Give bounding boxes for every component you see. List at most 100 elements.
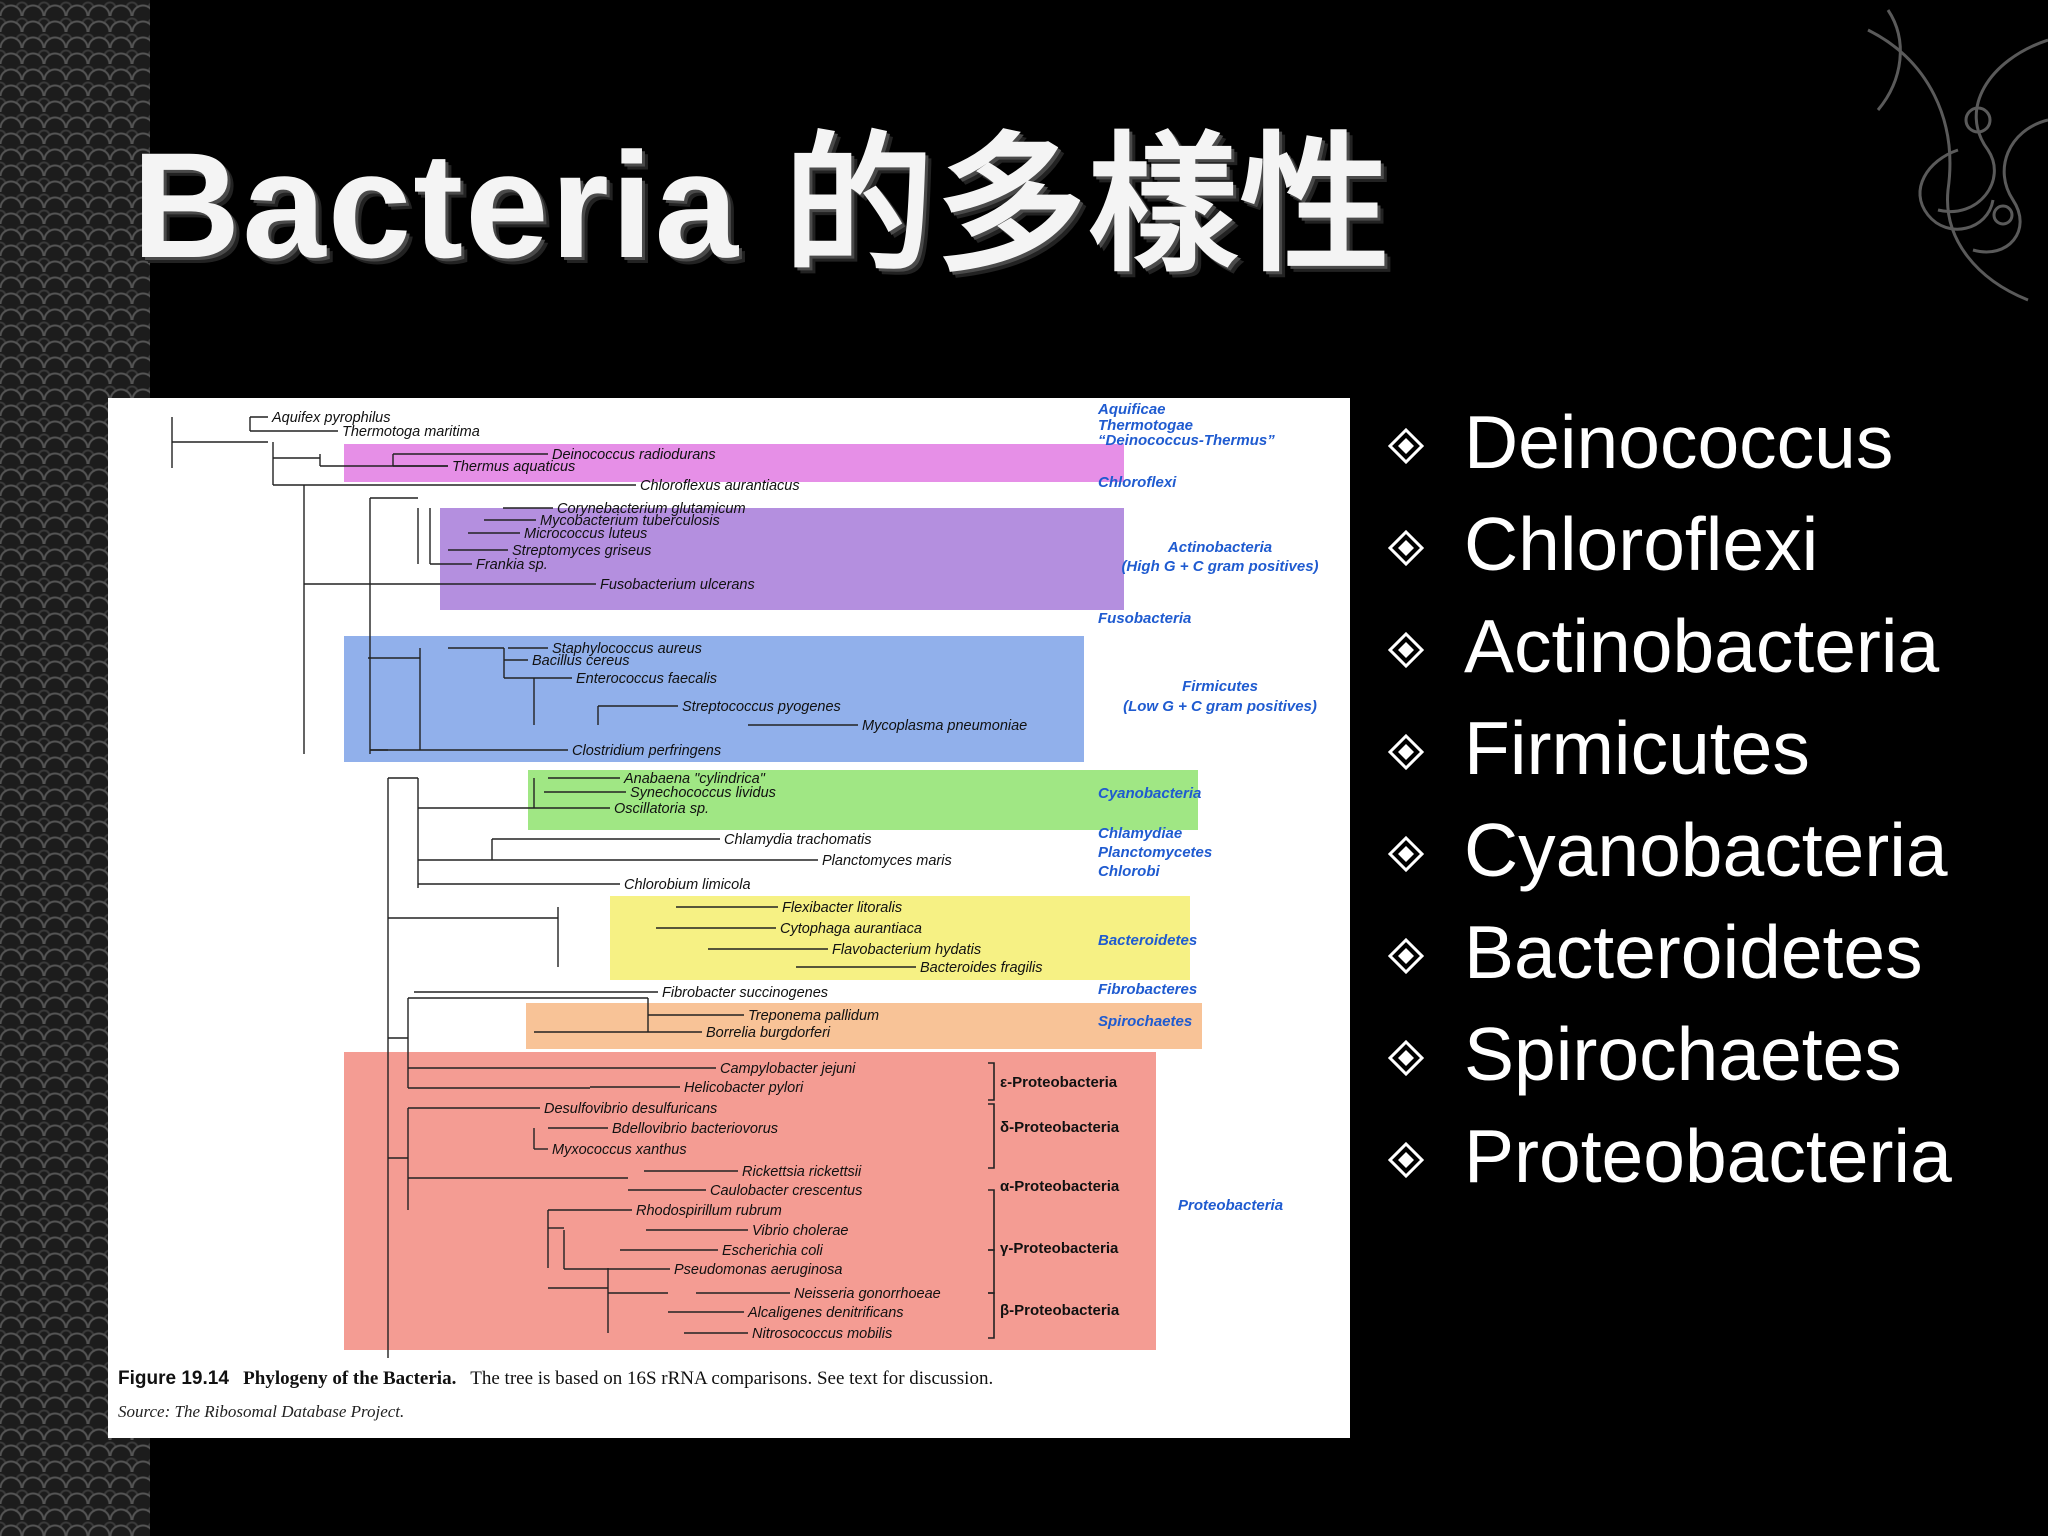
taxon-label: Streptococcus pyogenes: [682, 699, 841, 715]
taxon-label: Oscillatoria sp.: [614, 801, 709, 817]
bullet-text: Proteobacteria: [1464, 1114, 1952, 1198]
group-label: Chloroflexi: [1098, 474, 1177, 491]
diamond-bullet-icon: [1388, 632, 1424, 668]
taxon-label: Fusobacterium ulcerans: [600, 577, 755, 593]
taxon-label: Frankia sp.: [476, 557, 548, 573]
group-label: Proteobacteria: [1178, 1197, 1283, 1214]
taxon-label: Chloroflexus aurantiacus: [640, 478, 800, 494]
figure-number: Figure 19.14: [118, 1368, 229, 1389]
taxon-label: Neisseria gonorrhoeae: [794, 1286, 941, 1302]
subgroup-bracket: [988, 1103, 995, 1169]
group-label: Chlamydiae: [1098, 825, 1182, 842]
taxon-label: Bacillus cereus: [532, 653, 630, 669]
taxon-label: Mycoplasma pneumoniae: [862, 718, 1027, 734]
taxon-label: Clostridium perfringens: [572, 743, 721, 759]
group-label: Fusobacteria: [1098, 610, 1191, 627]
clade-band: [526, 1003, 1202, 1049]
diamond-bullet-icon: [1388, 428, 1424, 464]
taxon-label: Chlorobium limicola: [624, 877, 751, 893]
bullet-item: Chloroflexi: [1388, 500, 2038, 588]
taxon-label: Vibrio cholerae: [752, 1223, 848, 1239]
taxon-label: Thermus aquaticus: [452, 459, 575, 475]
taxon-label: Fibrobacter succinogenes: [662, 985, 828, 1001]
taxon-label: Bdellovibrio bacteriovorus: [612, 1121, 778, 1137]
diamond-bullet-icon: [1388, 1040, 1424, 1076]
taxon-label: Streptomyces griseus: [512, 543, 651, 559]
taxon-label: Deinococcus radiodurans: [552, 447, 716, 463]
taxon-label: Chlamydia trachomatis: [724, 832, 871, 848]
bullet-item: Bacteroidetes: [1388, 908, 2038, 996]
bullet-text: Actinobacteria: [1464, 604, 1940, 688]
taxon-label: Corynebacterium glutamicum: [557, 501, 746, 517]
taxon-label: Nitrosococcus mobilis: [752, 1326, 892, 1342]
group-label: (Low G + C gram positives): [1123, 698, 1317, 715]
taxon-label: Synechococcus lividus: [630, 785, 776, 801]
group-label: Chlorobi: [1098, 863, 1160, 880]
taxon-label: Alcaligenes denitrificans: [747, 1305, 904, 1321]
taxon-label: Mycobacterium tuberculosis: [540, 513, 720, 529]
subgroup-bracket: [988, 1062, 995, 1101]
diamond-bullet-icon: [1388, 836, 1424, 872]
bullet-text: Deinococcus: [1464, 400, 1894, 484]
taxon-label: Desulfovibrio desulfuricans: [544, 1101, 717, 1117]
taxon-label: Flavobacterium hydatis: [832, 942, 981, 958]
taxon-label: Pseudomonas aeruginosa: [674, 1262, 842, 1278]
bullet-item: Actinobacteria: [1388, 602, 2038, 690]
taxon-label: Micrococcus luteus: [524, 526, 647, 542]
bullet-item: Deinococcus: [1388, 398, 2038, 486]
taxon-label: Myxococcus xanthus: [552, 1142, 687, 1158]
diamond-bullet-icon: [1388, 734, 1424, 770]
diamond-bullet-icon: [1388, 938, 1424, 974]
bullet-text: Chloroflexi: [1464, 502, 1819, 586]
bullet-item: Spirochaetes: [1388, 1010, 2038, 1098]
bullet-item: Firmicutes: [1388, 704, 2038, 792]
bullet-text: Spirochaetes: [1464, 1012, 1902, 1096]
bullet-item: Cyanobacteria: [1388, 806, 2038, 894]
taxon-label: Helicobacter pylori: [684, 1080, 804, 1096]
taxon-label: Escherichia coli: [722, 1243, 824, 1259]
group-label: (High G + C gram positives): [1121, 558, 1318, 575]
taxon-label: Flexibacter litoralis: [782, 900, 902, 916]
clade-band: [344, 1052, 1156, 1350]
bullet-text: Cyanobacteria: [1464, 808, 1948, 892]
diamond-bullet-icon: [1388, 530, 1424, 566]
taxon-label: Campylobacter jejuni: [720, 1061, 856, 1077]
taxon-label: Bacteroides fragilis: [920, 960, 1043, 976]
taxon-label: Planctomyces maris: [822, 853, 952, 869]
subgroup-label: α-Proteobacteria: [1000, 1178, 1120, 1195]
clade-band: [344, 636, 1084, 762]
group-label: Thermotogae: [1098, 417, 1193, 434]
figure-description: The tree is based on 16S rRNA comparison…: [470, 1368, 994, 1389]
group-label: Cyanobacteria: [1098, 785, 1201, 802]
diamond-bullet-icon: [1388, 1142, 1424, 1178]
figure-source: Source: The Ribosomal Database Project.: [118, 1402, 405, 1421]
group-label: Aquificae: [1097, 401, 1166, 418]
subgroup-label: γ-Proteobacteria: [1000, 1240, 1119, 1257]
subgroup-label: δ-Proteobacteria: [1000, 1119, 1120, 1136]
taxon-label: Enterococcus faecalis: [576, 671, 717, 687]
slide-title: Bacteria 的多樣性: [132, 121, 1392, 289]
group-label: Actinobacteria: [1167, 539, 1272, 556]
taxon-label: Treponema pallidum: [748, 1008, 879, 1024]
figure-caption: Figure 19.14 Phylogeny of the Bacteria. …: [118, 1368, 1338, 1390]
bullet-text: Firmicutes: [1464, 706, 1810, 790]
group-label: Spirochaetes: [1098, 1013, 1192, 1030]
clade-band: [440, 508, 1124, 610]
clade-band: [610, 896, 1190, 980]
subgroup-label: β-Proteobacteria: [1000, 1302, 1120, 1319]
bullet-text: Bacteroidetes: [1464, 910, 1923, 994]
figure-heading: Phylogeny of the Bacteria.: [243, 1368, 457, 1389]
taxon-label: Borrelia burgdorferi: [706, 1025, 831, 1041]
group-label: Firmicutes: [1182, 678, 1258, 695]
group-label: “Deinococcus-Thermus”: [1098, 432, 1275, 449]
group-label: Planctomycetes: [1098, 844, 1212, 861]
taxon-label: Staphylococcus aureus: [552, 641, 702, 657]
taxon-label: Thermotoga maritima: [342, 424, 480, 440]
group-label: Bacteroidetes: [1098, 932, 1197, 949]
taxon-label: Cytophaga aurantiaca: [780, 921, 922, 937]
group-label: Fibrobacteres: [1098, 981, 1197, 998]
clade-band: [344, 444, 1124, 482]
